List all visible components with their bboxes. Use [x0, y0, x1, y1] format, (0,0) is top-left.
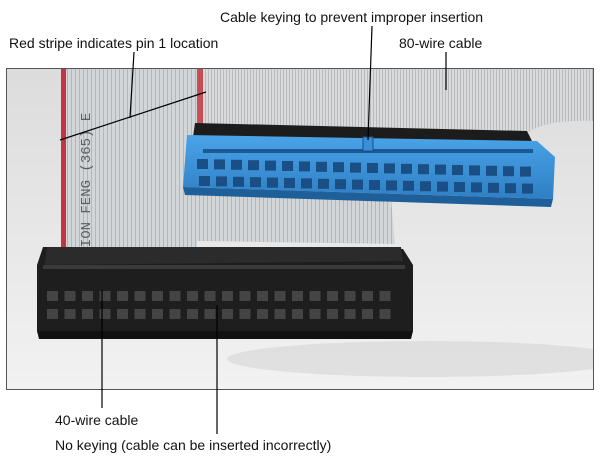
black-pin-hole [309, 309, 321, 319]
blue-pin-hole [352, 179, 363, 190]
black-pin-hole [239, 309, 251, 319]
black-pin-hole [257, 309, 268, 319]
black-pin-hole [327, 309, 338, 319]
black-pin-hole [204, 291, 216, 301]
blue-pin-hole [386, 180, 397, 191]
blue-pin-hole [248, 160, 259, 171]
cable-keying-label: Cable keying to prevent improper inserti… [220, 9, 484, 25]
black-pin-hole [64, 291, 76, 301]
blue-pin-hole [299, 161, 310, 172]
black-pin-hole [99, 291, 111, 301]
blue-pin-hole [333, 162, 344, 173]
blue-pin-hole [384, 163, 395, 174]
blue-pin-hole [335, 179, 346, 190]
blue-pin-hole [267, 177, 278, 188]
black-pin-hole [309, 291, 321, 301]
black-pin-hole [82, 309, 93, 319]
black-pin-hole [117, 291, 128, 301]
black-pin-hole [47, 309, 58, 319]
black-pin-hole [362, 291, 373, 301]
blue-pin-hole [265, 160, 276, 171]
no-keying-label: No keying (cable can be inserted incorre… [55, 437, 332, 453]
blue-pin-hole [488, 182, 499, 193]
blue-connector [183, 123, 555, 207]
blue-pin-hole [318, 178, 329, 189]
blue-pin-hole [401, 163, 412, 174]
black-pin-hole [134, 309, 146, 319]
blue-pin-hole [199, 176, 210, 186]
black-pin-hole [327, 291, 338, 301]
black-pin-hole [169, 291, 181, 301]
blue-pin-hole [520, 166, 531, 177]
red-stripe [61, 69, 66, 269]
blue-pin-hole [435, 164, 446, 175]
black-pin-hole [134, 291, 146, 301]
80-wire-ribbon [197, 69, 593, 133]
blue-pin-hole [197, 159, 208, 169]
blue-pin-hole [369, 180, 380, 190]
blue-pin-hole [452, 165, 463, 175]
black-pin-hole [222, 291, 233, 301]
black-pin-hole [187, 291, 198, 301]
black-pin-hole [169, 309, 181, 319]
80-wire-label: 80-wire cable [399, 35, 483, 51]
blue-pin-hole [469, 165, 480, 176]
black-pin-hole [152, 291, 163, 301]
black-pin-hole [379, 309, 391, 319]
black-pin-hole [82, 291, 93, 301]
blue-pin-hole [282, 161, 293, 171]
red-stripe-label: Red stripe indicates pin 1 location [9, 35, 219, 51]
blue-pin-hole [367, 163, 378, 173]
black-pin-hole [117, 309, 128, 319]
blue-pin-hole [250, 177, 261, 188]
blue-pin-hole [505, 183, 516, 194]
black-pin-hole [187, 309, 198, 319]
black-pin-hole [204, 309, 216, 319]
black-pin-hole [257, 291, 268, 301]
cable-photo: CHION FENG (365) E [6, 68, 594, 390]
black-pin-hole [274, 291, 286, 301]
blue-pin-hole [522, 183, 533, 194]
blue-pin-hole [420, 181, 431, 192]
blue-pin-hole [471, 182, 482, 193]
blue-pin-hole [350, 162, 361, 173]
black-pin-hole [64, 309, 76, 319]
40-wire-label: 40-wire cable [55, 412, 139, 428]
cable-photo-illustration: CHION FENG (365) E [7, 69, 593, 389]
blue-pin-hole [486, 165, 497, 176]
blue-pin-hole [233, 176, 244, 187]
black-pin-hole [274, 309, 286, 319]
blue-pin-hole [403, 180, 414, 191]
blue-pin-hole [454, 182, 465, 192]
black-pin-hole [362, 309, 373, 319]
blue-pin-hole [316, 161, 327, 172]
black-pin-hole [292, 291, 303, 301]
black-pin-hole [47, 291, 58, 301]
blue-pin-hole [216, 176, 227, 187]
black-pin-hole [99, 309, 111, 319]
blue-pin-hole [301, 178, 312, 189]
black-connector [37, 247, 413, 339]
blue-pin-hole [503, 166, 514, 177]
black-pin-hole [292, 309, 303, 319]
blue-pin-hole [231, 159, 242, 170]
black-pin-hole [344, 309, 356, 319]
black-pin-hole [344, 291, 356, 301]
blue-pin-hole [214, 159, 225, 170]
blue-pin-hole [418, 164, 429, 175]
cable-print-text: CHION FENG (365) E [79, 113, 95, 264]
black-pin-hole [379, 291, 391, 301]
black-pin-hole [152, 309, 163, 319]
blue-pin-hole [284, 178, 295, 188]
blue-pin-hole [437, 181, 448, 192]
black-pin-hole [239, 291, 251, 301]
black-pin-hole [222, 309, 233, 319]
